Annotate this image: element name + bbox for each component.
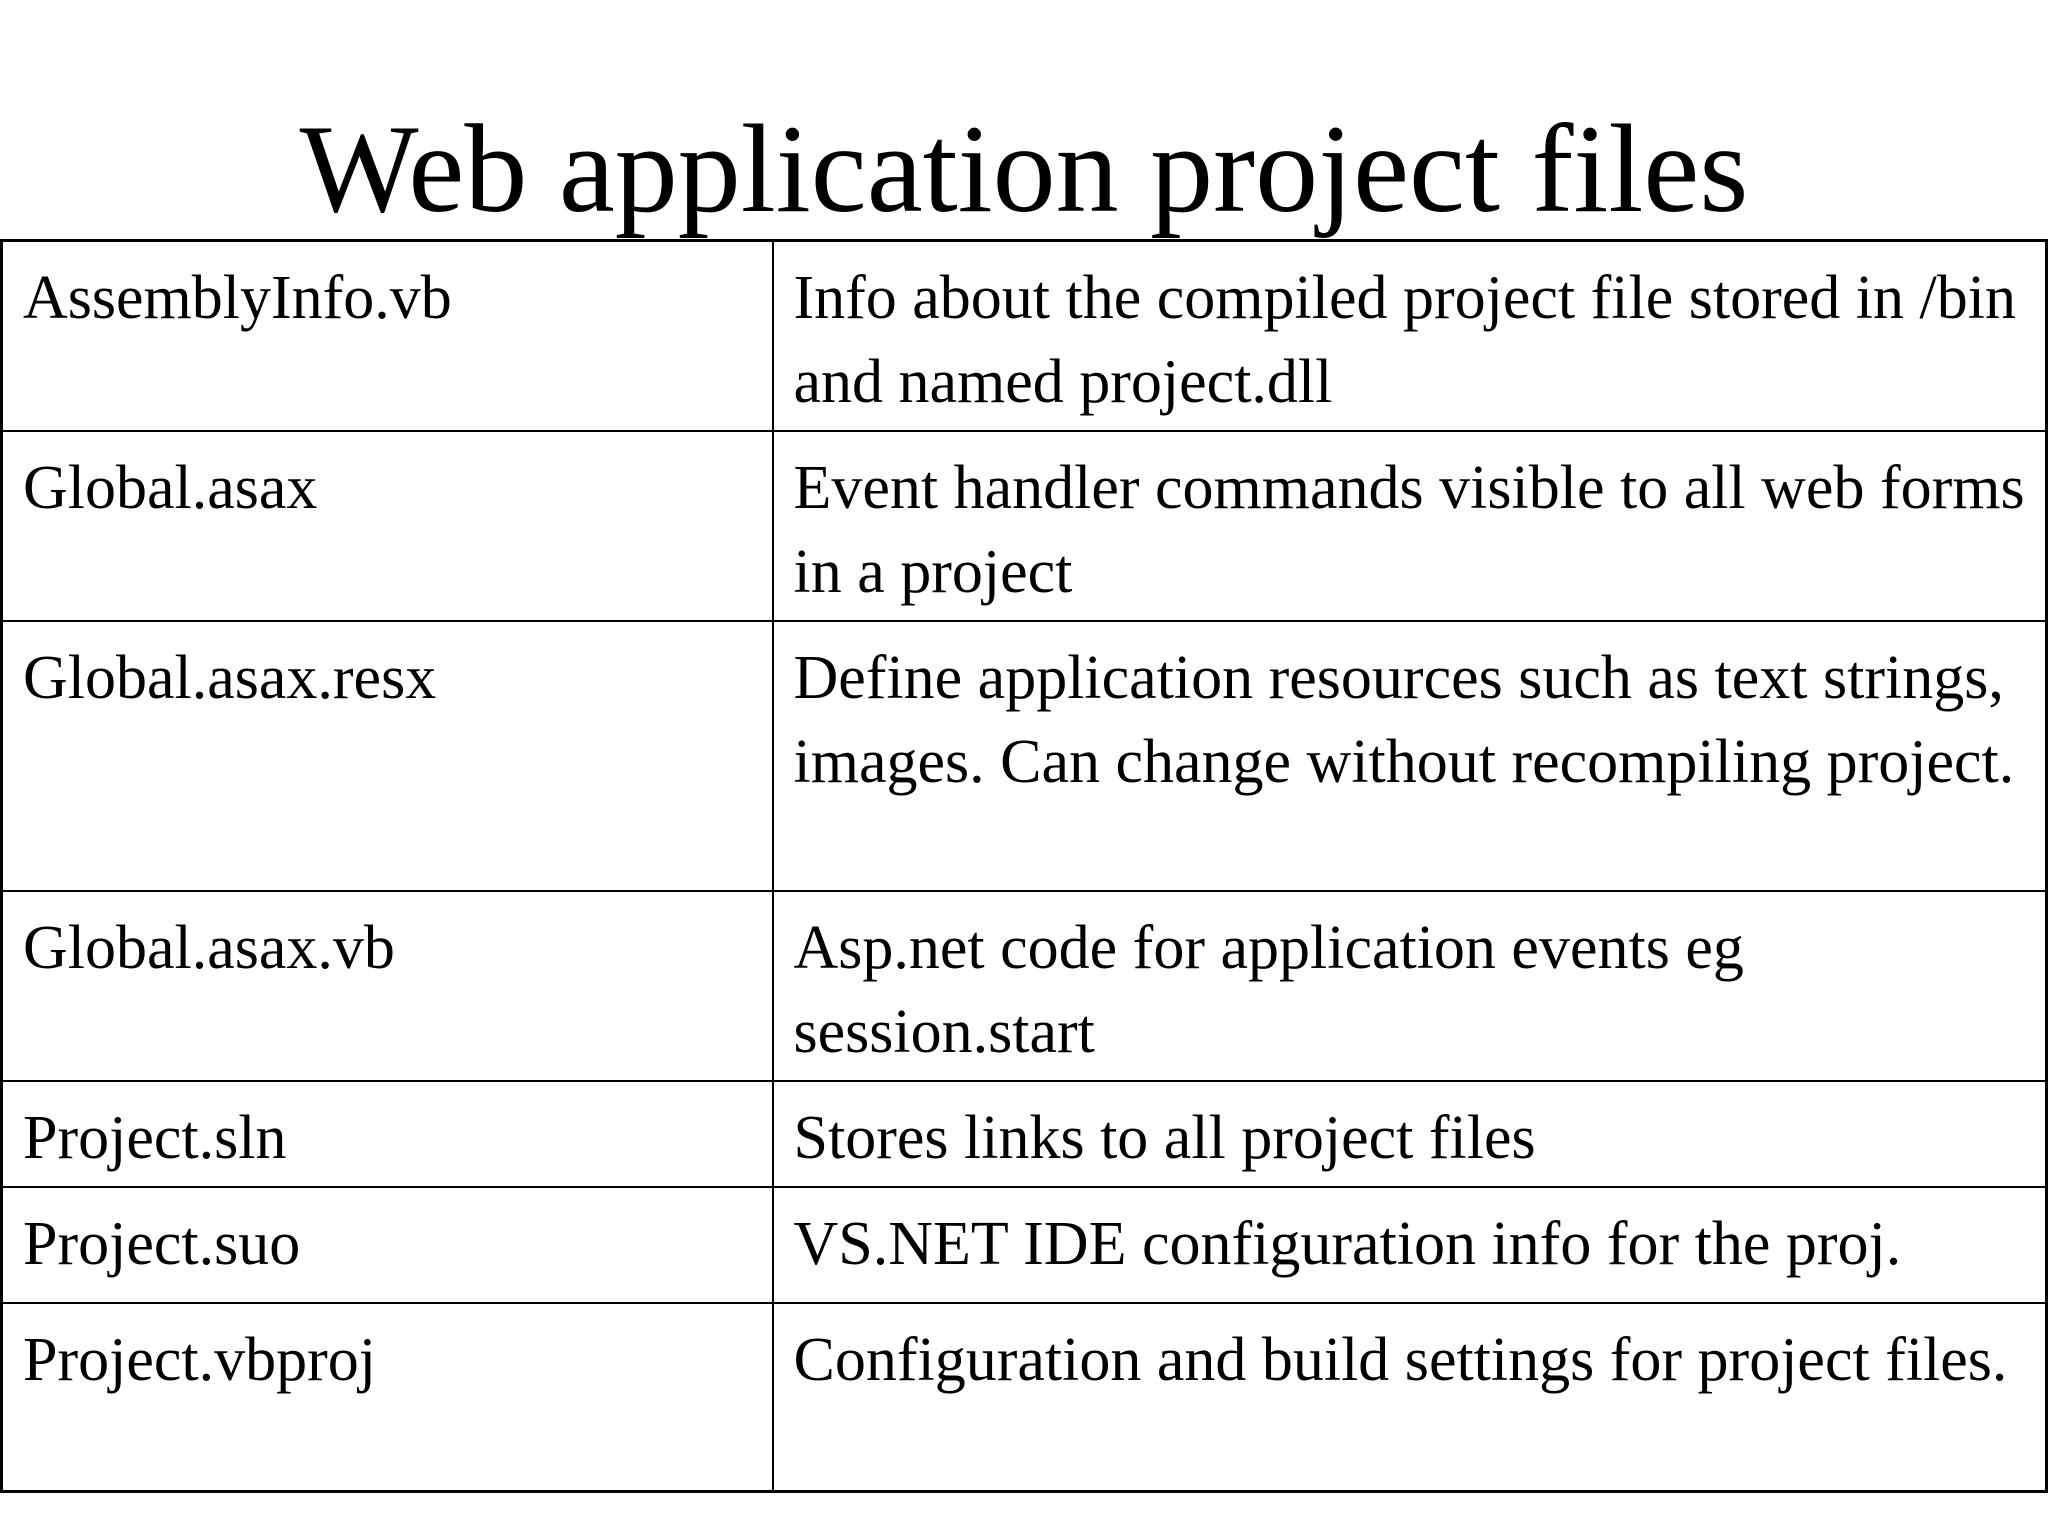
file-name-cell: Project.sln <box>0 1080 774 1188</box>
file-name-cell: Project.vbproj <box>0 1302 774 1493</box>
project-files-table: AssemblyInfo.vb Info about the compiled … <box>0 239 2048 1493</box>
table-row: Global.asax.vb Asp.net code for applicat… <box>0 890 2048 1082</box>
file-name-cell: Global.asax <box>0 430 774 622</box>
file-name-cell: AssemblyInfo.vb <box>0 239 774 432</box>
file-description-cell: Stores links to all project files <box>771 1080 2048 1188</box>
file-description-cell: Configuration and build settings for pro… <box>771 1302 2048 1493</box>
file-description-cell: Event handler commands visible to all we… <box>771 430 2048 622</box>
table-row: Global.asax Event handler commands visib… <box>0 430 2048 622</box>
table-row: Project.vbproj Configuration and build s… <box>0 1302 2048 1493</box>
slide-title: Web application project files <box>299 100 1749 239</box>
file-description-cell: VS.NET IDE configuration info for the pr… <box>771 1186 2048 1304</box>
file-name-cell: Global.asax.resx <box>0 620 774 892</box>
table-row: Project.suo VS.NET IDE configuration inf… <box>0 1186 2048 1304</box>
file-description-cell: Asp.net code for application events eg s… <box>771 890 2048 1082</box>
file-description-cell: Info about the compiled project file sto… <box>771 239 2048 432</box>
table-row: Global.asax.resx Define application reso… <box>0 620 2048 892</box>
file-name-cell: Global.asax.vb <box>0 890 774 1082</box>
file-description-cell: Define application resources such as tex… <box>771 620 2048 892</box>
table-row: Project.sln Stores links to all project … <box>0 1080 2048 1188</box>
file-name-cell: Project.suo <box>0 1186 774 1304</box>
table-row: AssemblyInfo.vb Info about the compiled … <box>0 239 2048 432</box>
